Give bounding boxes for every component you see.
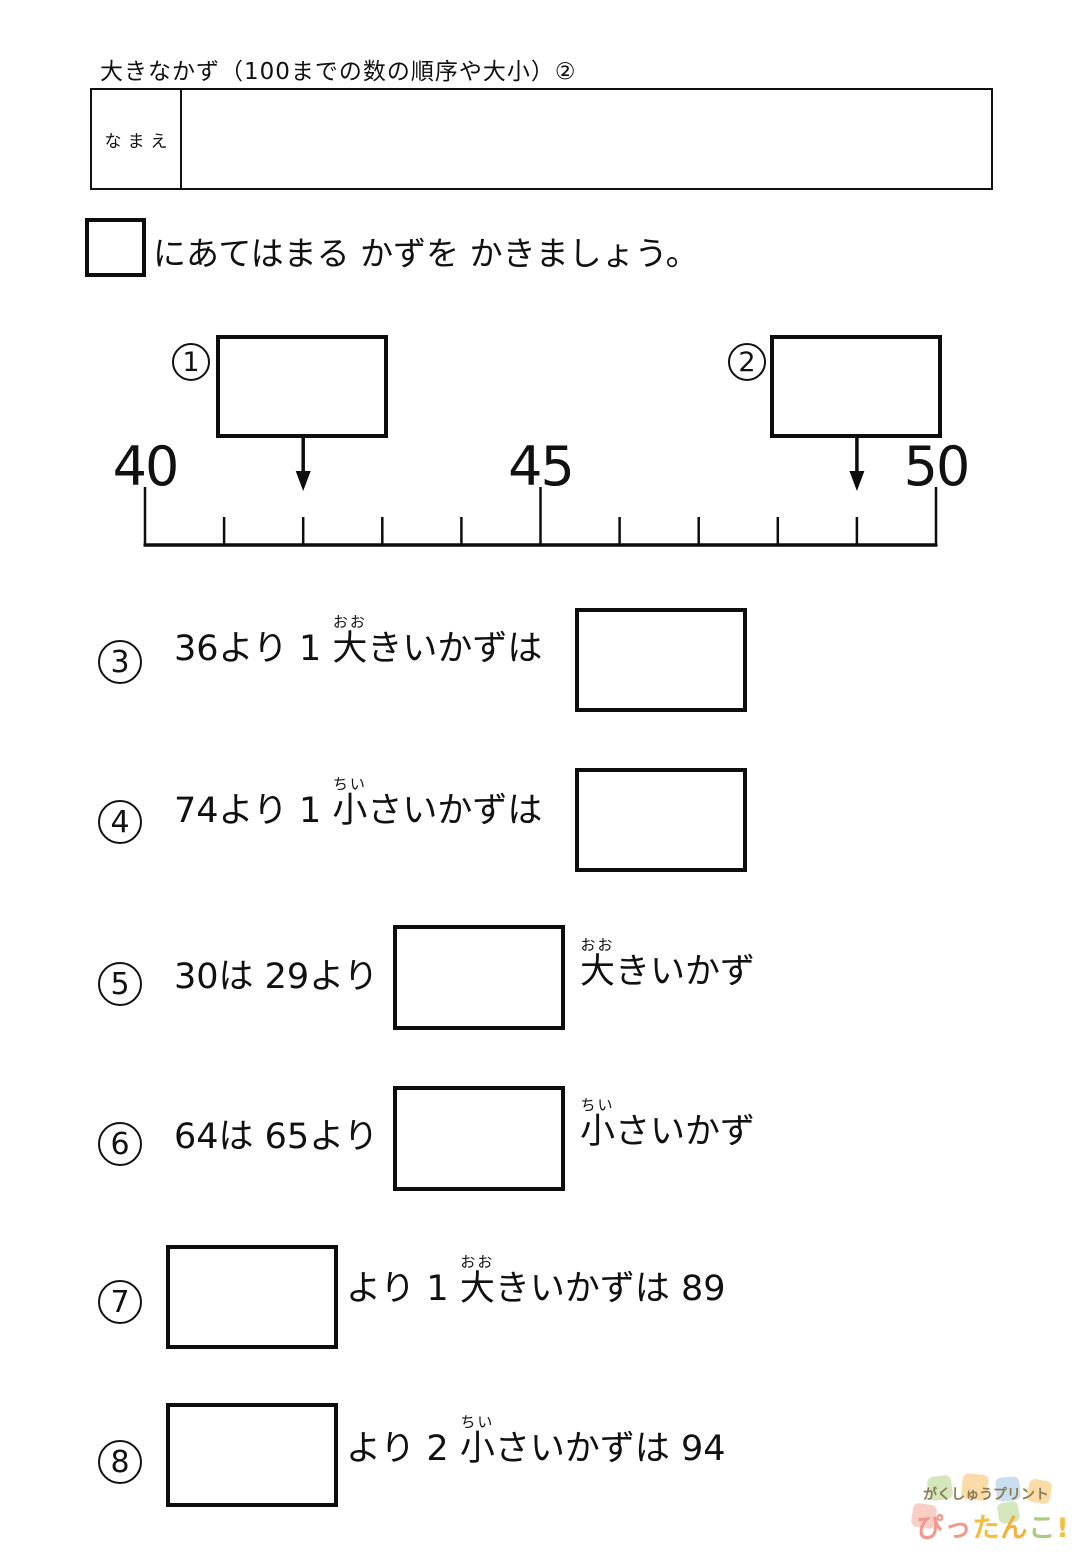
worksheet-title: 大きなかず（100までの数の順序や大小）② — [100, 59, 577, 85]
question-8-number: 8 — [98, 1440, 142, 1484]
name-input-area[interactable] — [182, 90, 991, 188]
instruction-blank-box — [85, 218, 146, 277]
numberline-label-50: 50 — [903, 435, 971, 498]
question-7-answer-box[interactable] — [166, 1245, 338, 1349]
logo-text-line1: がくしゅうプリント — [923, 1487, 1049, 1503]
instruction-text: にあてはまる かずを かきましょう。 — [153, 234, 699, 273]
figure-answer-1-box[interactable] — [216, 335, 388, 438]
question-6-text-after-box: 小ちいさいかず — [580, 1096, 756, 1152]
question-3-number: 3 — [98, 640, 142, 684]
question-5-number: 5 — [98, 962, 142, 1006]
question-7-text: より 1 大おおきいかずは 89 — [346, 1253, 726, 1309]
numberline-label-40: 40 — [112, 435, 180, 498]
question-3-answer-box[interactable] — [575, 608, 747, 712]
question-8-text: より 2 小ちいさいかずは 94 — [346, 1413, 726, 1469]
question-6-text-before-box: 64は 65より — [174, 1117, 379, 1157]
figure-answer-1-number: 1 — [172, 343, 210, 381]
publisher-logo: がくしゅうプリント ぴったんこ! — [898, 1472, 1074, 1560]
name-label: なまえ — [92, 90, 182, 188]
question-4-text: 74より 1 小ちいさいかずは — [174, 775, 543, 831]
question-4-answer-box[interactable] — [575, 768, 747, 872]
question-5-text-before-box: 30は 29より — [174, 957, 379, 997]
question-8-answer-box[interactable] — [166, 1403, 338, 1507]
question-6-answer-box[interactable] — [393, 1086, 565, 1191]
figure-answer-2-box[interactable] — [770, 335, 942, 438]
question-7-number: 7 — [98, 1280, 142, 1324]
numberline-label-45: 45 — [508, 435, 575, 498]
question-5-answer-box[interactable] — [393, 925, 565, 1030]
logo-text-line2: ぴったんこ! — [916, 1513, 1070, 1544]
question-4-number: 4 — [98, 800, 142, 844]
name-table: なまえ — [90, 88, 993, 190]
question-3-text: 36より 1 大おおきいかずは — [174, 613, 543, 669]
figure-answer-2-number: 2 — [728, 343, 766, 381]
question-5-text-after-box: 大おおきいかず — [580, 936, 756, 992]
question-6-number: 6 — [98, 1122, 142, 1166]
